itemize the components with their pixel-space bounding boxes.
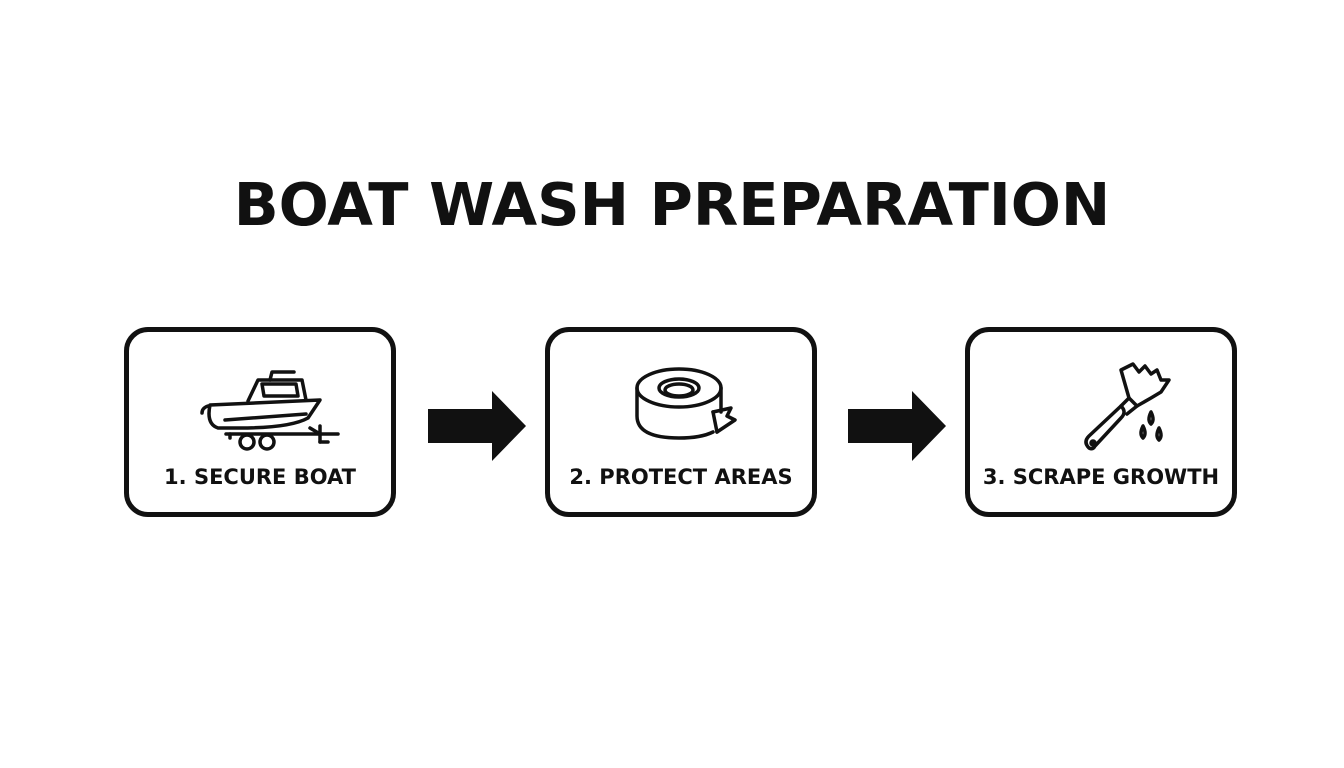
step-protect-areas: 2. PROTECT AREAS: [545, 327, 817, 517]
step-label: 3. SCRAPE GROWTH: [982, 465, 1220, 489]
step-scrape-growth: 3. SCRAPE GROWTH: [965, 327, 1237, 517]
diagram-title: BOAT WASH PREPARATION: [233, 170, 1111, 239]
arrow-right-icon: [428, 391, 526, 461]
tape-roll-icon: [550, 350, 812, 460]
boat-on-trailer-icon: [129, 350, 391, 460]
step-label: 1. SECURE BOAT: [164, 465, 356, 489]
step-label: 2. PROTECT AREAS: [569, 465, 793, 489]
arrow-right-icon: [848, 391, 946, 461]
step-secure-boat: 1. SECURE BOAT: [124, 327, 396, 517]
scraper-icon: [970, 350, 1232, 460]
